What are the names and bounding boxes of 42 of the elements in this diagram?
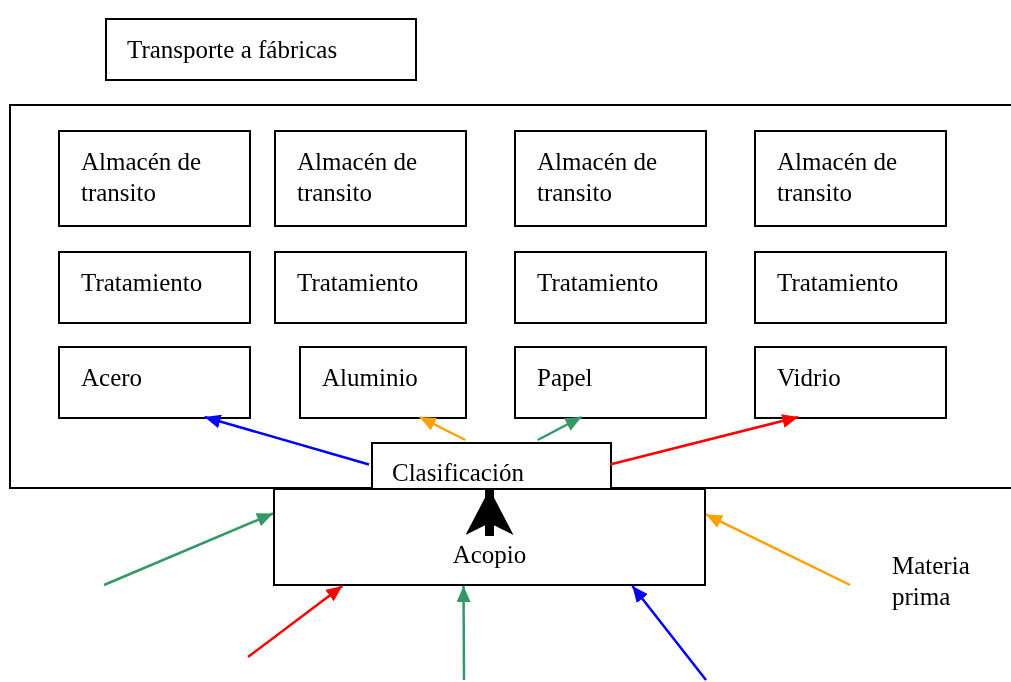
arrow <box>609 414 799 466</box>
box-label: Vidrio <box>777 363 842 393</box>
arrow <box>537 415 583 442</box>
box-label: Almacén de transito <box>297 147 419 208</box>
box-label: Almacén de transito <box>777 147 899 208</box>
arrow <box>103 512 274 587</box>
box-label: Aluminio <box>322 363 419 393</box>
process-box <box>371 442 612 491</box>
process-box <box>105 18 417 81</box>
box-label: Almacén de transito <box>81 147 203 208</box>
process-box <box>514 251 707 324</box>
arrow <box>204 414 370 466</box>
process-box <box>514 346 707 419</box>
box-label: Tratamiento <box>537 268 660 298</box>
box-label: Acopio <box>451 540 528 570</box>
arrow <box>419 415 466 442</box>
box-label: Clasificación <box>392 458 525 488</box>
process-box <box>754 130 947 227</box>
arrow <box>705 513 851 587</box>
box-label: Tratamiento <box>81 268 204 298</box>
process-box <box>274 251 467 324</box>
arrow <box>631 585 707 681</box>
process-box <box>754 346 947 419</box>
box-label: Transporte a fábricas <box>127 35 339 65</box>
process-box <box>273 488 706 586</box>
box-label: Tratamiento <box>777 268 900 298</box>
box-label: Tratamiento <box>297 268 420 298</box>
arrow <box>247 585 344 658</box>
process-box <box>514 130 707 227</box>
process-box <box>58 130 251 227</box>
process-box <box>274 130 467 227</box>
process-box <box>58 346 251 419</box>
frame-box <box>9 104 1011 489</box>
arrow <box>465 489 514 536</box>
box-label: Almacén de transito <box>537 147 659 208</box>
arrow <box>456 586 471 680</box>
process-box <box>299 346 467 419</box>
box-label: Papel <box>537 363 594 393</box>
note-text: Materia prima <box>892 551 971 612</box>
box-label: Acero <box>81 363 144 393</box>
process-box <box>754 251 947 324</box>
process-box <box>58 251 251 324</box>
